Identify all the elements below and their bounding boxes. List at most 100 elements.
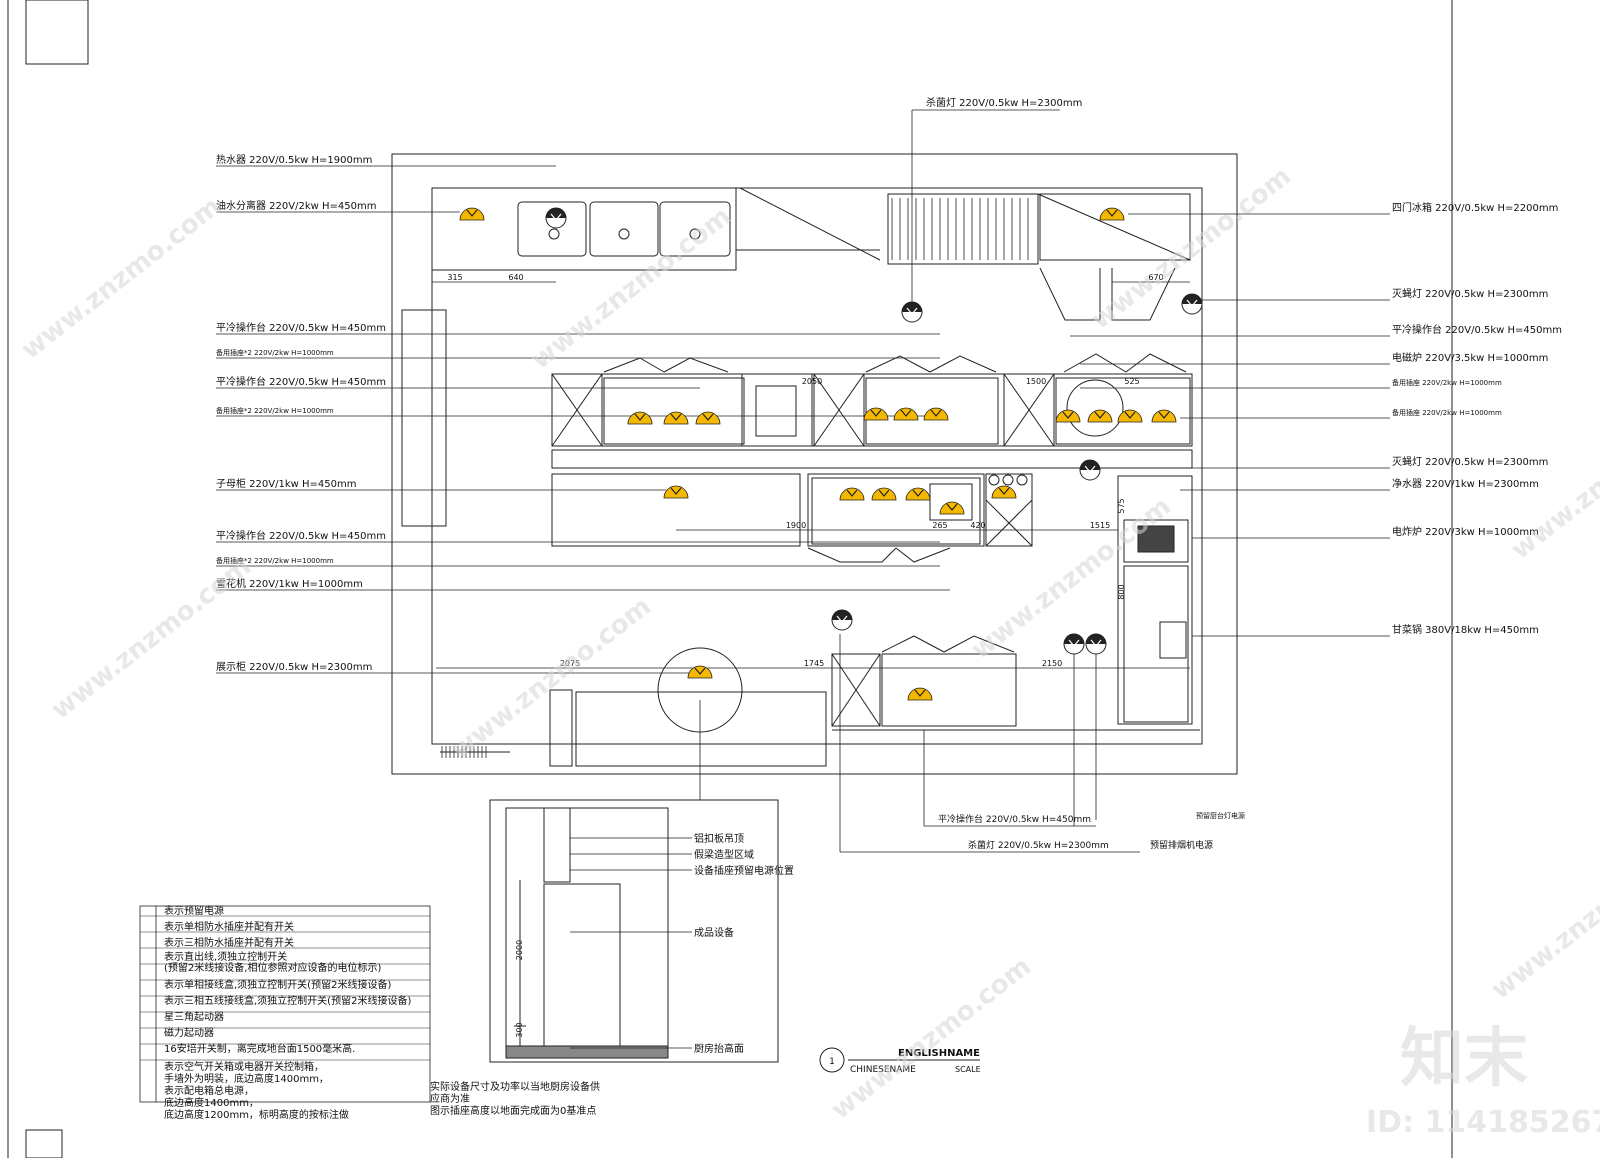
title-number: 1 [829,1057,835,1067]
leader-lines [216,109,1390,853]
socket-icon [1063,633,1085,655]
sheet-frame [7,0,1453,1158]
left-label: 备用插座*2 220V/2kw H=1000mm [216,556,334,565]
dimension-value: 420 [970,521,985,530]
left-label: 备用插座*2 220V/2kw H=1000mm [216,406,334,415]
socket-icon [1117,409,1143,423]
watermark-text: www.znzmo.com [16,192,227,366]
watermark-text: www.znzmo.com [46,552,257,726]
bottom-row [440,635,1200,767]
legend-row: 表示三相防水插座并配有开关 [164,936,294,949]
socket-icon [1079,459,1101,481]
socket-icon [923,407,949,421]
socket-icon [459,207,485,221]
dimension-value: 2150 [1042,659,1062,668]
left-label: 平冷操作台 220V/0.5kw H=450mm [216,321,386,334]
legend-row: (预留2米线接设备,相位参照对应设备的电位标示) [164,961,381,974]
right-label: 平冷操作台 220V/0.5kw H=450mm [1392,323,1562,336]
left-label: 热水器 220V/0.5kw H=1900mm [216,153,372,166]
socket-icon [991,485,1017,499]
lower-cabinets [551,473,1033,563]
socket-symbols [459,207,1203,701]
legend-row: 16安培开关制，离完成地台面1500毫米高. [164,1042,355,1055]
socket-icon [1099,207,1125,221]
socket-icon [663,485,689,499]
bottom-label: 预留排烟机电源 [1150,839,1213,851]
legend-row: 表示单相防水插座并配有开关 [164,920,294,933]
socket-icon [627,411,653,425]
watermark-text: www.znzmo.com [446,592,657,766]
dimension-value: 2050 [802,377,822,386]
section-detail [489,799,779,1063]
note-line: 应商为准 [430,1092,470,1105]
dimension-value: 525 [1124,377,1139,386]
socket-icon [839,487,865,501]
section-label: 厨房抬高面 [694,1042,744,1055]
left-label: 雪花机 220V/1kw H=1000mm [216,577,363,590]
socket-icon [695,411,721,425]
legend-row: 表示配电箱总电源， [164,1084,254,1097]
right-label: 备用插座 220V/2kw H=1000mm [1392,408,1502,417]
bottom-label: 预留厨台灯电源 [1196,811,1245,820]
bottom-label: 杀菌灯 220V/0.5kw H=2300mm [968,839,1109,851]
left-label: 平冷操作台 220V/0.5kw H=450mm [216,375,386,388]
right-label: 四门冰箱 220V/0.5kw H=2200mm [1392,201,1558,214]
title-chinese: CHINESENAME [850,1065,916,1075]
dimension-value: 1500 [1026,377,1046,386]
watermark-id: ID: 1141852673 [1366,1105,1600,1140]
dimension-value: 670 [1148,273,1163,282]
section-label: 铝扣板吊顶 [694,832,744,845]
note-line: 实际设备尺寸及功率以当地厨房设备供 [430,1080,600,1093]
room-walls [391,153,1238,775]
cooking-line-counter [551,353,1193,469]
legend-row: 星三角起动器 [164,1011,224,1023]
four-door-fridge [887,193,1191,321]
legend-row: 表示预留电源 [164,904,224,917]
socket-icon [1151,409,1177,423]
right-label: 灭蝇灯 220V/0.5kw H=2300mm [1392,456,1548,468]
right-label: 电炸炉 220V/3kw H=1000mm [1392,525,1539,538]
section-label: 成品设备 [694,926,734,939]
equipment-labels: 热水器 220V/0.5kw H=1900mm 油水分离器 220V/2kw H=… [216,96,1562,851]
socket-icon [893,407,919,421]
right-label: 甘菜锅 380V/18kw H=450mm [1392,623,1539,636]
dimension-value: 1515 [1090,521,1110,530]
socket-icon [905,487,931,501]
legend-row: 手墙外为明装，底边高度1400mm， [164,1072,329,1085]
bottom-label: 平冷操作台 220V/0.5kw H=450mm [938,813,1091,825]
watermark-text: www.znzmo.com [1486,832,1600,1006]
note-line: 图示插座高度以地面完成面为0基准点 [430,1104,596,1117]
dimension-value: 2075 [560,659,580,668]
socket-icon [863,407,889,421]
legend-row: 底边高度1400mm， [164,1096,259,1109]
socket-icon [901,301,923,323]
title-scale: SCALE [955,1065,981,1074]
left-label: 平冷操作台 220V/0.5kw H=450mm [216,529,386,542]
left-label: 油水分离器 220V/2kw H=450mm [216,199,376,212]
left-label: 子母柜 220V/1kw H=450mm [216,477,356,490]
left-label: 备用插座*2 220V/2kw H=1000mm [216,348,334,357]
dimension-value: 265 [932,521,947,530]
socket-icon [663,411,689,425]
dimension-value: 315 [447,273,462,282]
right-equipment-column [1117,475,1193,725]
left-label: 展示柜 220V/0.5kw H=2300mm [216,660,372,673]
socket-icon [907,687,933,701]
legend-table [139,905,431,1103]
right-label: 净水器 220V/1kw H=2300mm [1392,477,1539,490]
title-english: ENGLISHNAME [898,1048,980,1059]
socket-icon [545,207,567,229]
watermark-text: www.znzmo.com [826,952,1037,1126]
legend-row: 底边高度1200mm，标明高度的按标注做 [164,1108,349,1121]
top-label: 杀菌灯 220V/0.5kw H=2300mm [926,96,1082,109]
legend-row: 表示空气开关箱或电器开关控制箱， [164,1060,324,1073]
dimension-value: 640 [508,273,523,282]
watermark-brand: 知末 [1400,1022,1528,1096]
dimension-value: 575 [1117,498,1126,513]
sink-counter [431,187,1190,271]
socket-icon [1055,409,1081,423]
